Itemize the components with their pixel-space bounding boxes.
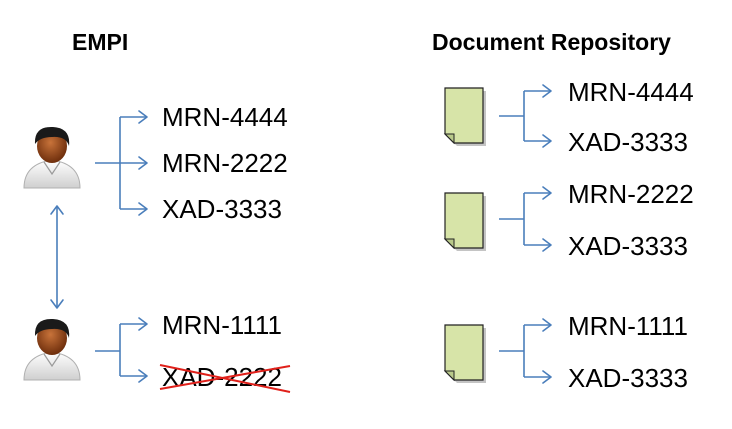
person-icon <box>23 126 81 189</box>
empi-patient-1: MRN-4444 MRN-2222 XAD-3333 <box>23 102 288 224</box>
document-icon <box>443 87 486 146</box>
repository-document-2: MRN-2222 XAD-3333 <box>443 179 694 261</box>
empi-identifier: MRN-4444 <box>162 102 288 132</box>
person-icon <box>23 318 81 381</box>
document-identifier: MRN-1111 <box>568 311 688 341</box>
document-identifier: MRN-2222 <box>568 179 694 209</box>
repository-document-1: MRN-4444 XAD-3333 <box>443 77 694 157</box>
double-arrow-icon <box>50 205 64 309</box>
strike-through-mark <box>159 364 291 393</box>
repository-title: Document Repository <box>432 29 671 55</box>
document-icon <box>443 324 486 383</box>
empi-title: EMPI <box>72 29 128 55</box>
document-identifier: MRN-4444 <box>568 77 694 107</box>
document-identifier: XAD-3333 <box>568 363 688 393</box>
document-identifier: XAD-3333 <box>568 127 688 157</box>
empi-patient-2: MRN-1111 XAD-2222 <box>23 310 291 393</box>
empi-identifier: XAD-3333 <box>162 194 282 224</box>
document-identifier: XAD-3333 <box>568 231 688 261</box>
empi-identifier: MRN-1111 <box>162 310 282 340</box>
repository-document-3: MRN-1111 XAD-3333 <box>443 311 688 393</box>
document-icon <box>443 192 486 251</box>
empi-identifier: MRN-2222 <box>162 148 288 178</box>
